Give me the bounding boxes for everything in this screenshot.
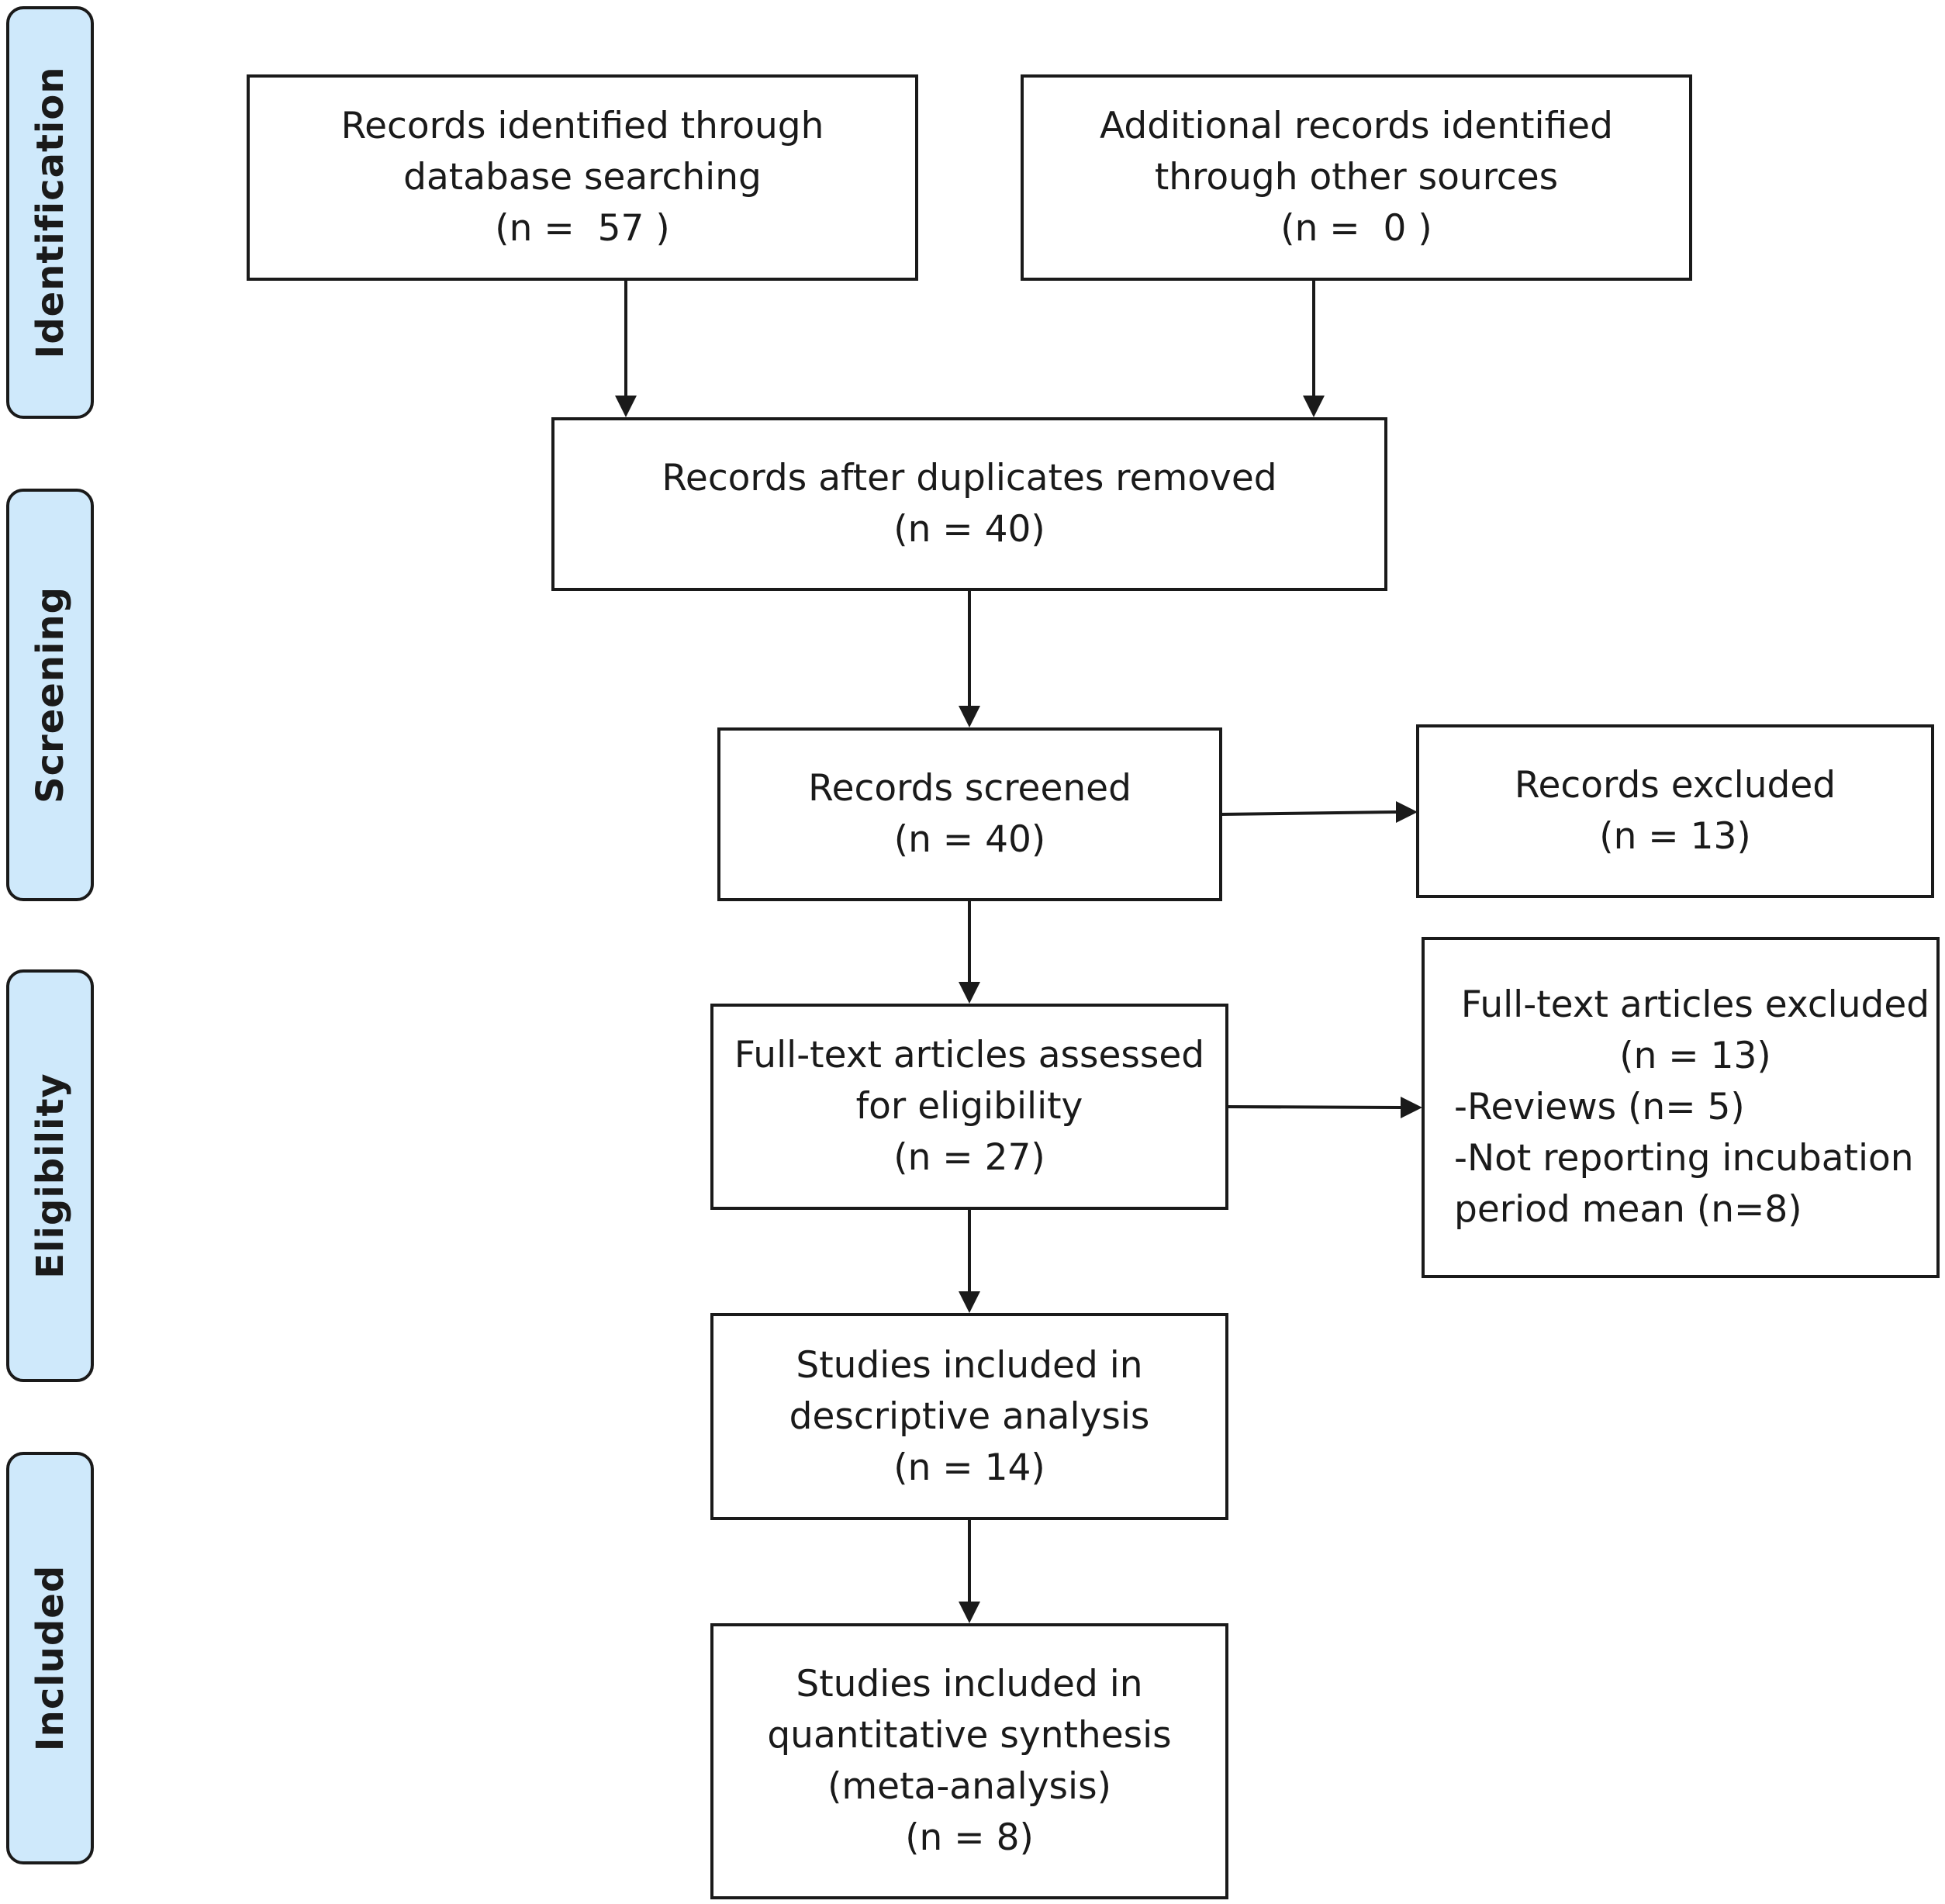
box-line: database searching	[403, 156, 762, 199]
box-records-screened: Records screened (n = 40)	[717, 727, 1222, 901]
box-line: through other sources	[1154, 156, 1559, 199]
box-line: -Not reporting incubation	[1454, 1137, 1914, 1180]
box-line: (n = 40)	[893, 508, 1045, 551]
box-line: Full-text articles excluded	[1460, 983, 1930, 1026]
box-database-searching: Records identified through database sear…	[247, 74, 918, 281]
box-line: descriptive analysis	[789, 1394, 1150, 1438]
box-line: Records screened	[808, 767, 1131, 810]
box-line: period mean (n=8)	[1454, 1188, 1802, 1231]
box-line: Additional records identified	[1100, 105, 1613, 147]
box-line: Records excluded	[1514, 764, 1836, 807]
box-line: (meta-analysis)	[827, 1765, 1111, 1808]
box-line: -Reviews (n= 5)	[1454, 1086, 1745, 1128]
box-line: Studies included in	[796, 1343, 1143, 1387]
box-line: for eligibility	[855, 1085, 1083, 1128]
box-line: quantitative synthesis	[767, 1714, 1172, 1757]
arrow-screened-to-excluded	[1220, 810, 1397, 816]
box-fulltext-excluded: Full-text articles excluded (n = 13) -Re…	[1422, 937, 1940, 1278]
box-line: (n = 8)	[905, 1816, 1034, 1859]
box-line: (n = 14)	[893, 1446, 1045, 1489]
box-line: (n = 57 )	[495, 207, 670, 250]
box-line: (n = 40)	[893, 818, 1046, 861]
box-line: Records identified through	[340, 105, 824, 147]
phase-included: Included	[6, 1452, 94, 1864]
phase-screening: Screening	[6, 489, 94, 901]
box-line: Full-text articles assessed	[734, 1034, 1205, 1076]
box-line: (n = 27)	[893, 1136, 1045, 1179]
box-line: (n = 0 )	[1280, 207, 1432, 250]
phase-eligibility: Eligibility	[6, 969, 94, 1382]
box-records-excluded: Records excluded (n = 13)	[1416, 724, 1934, 898]
box-fulltext-assessed: Full-text articles assessed for eligibil…	[710, 1004, 1228, 1210]
box-line: (n = 13)	[1619, 1035, 1771, 1077]
box-line: Studies included in	[796, 1663, 1143, 1705]
phase-identification: Identification	[6, 6, 94, 419]
box-duplicates-removed: Records after duplicates removed (n = 40…	[551, 417, 1387, 591]
box-descriptive-analysis: Studies included in descriptive analysis…	[710, 1313, 1228, 1520]
box-line: (n = 13)	[1599, 815, 1751, 858]
box-quantitative-synthesis: Studies included in quantitative synthes…	[710, 1623, 1228, 1899]
box-other-sources: Additional records identified through ot…	[1021, 74, 1692, 281]
box-line: Records after duplicates removed	[662, 457, 1277, 499]
